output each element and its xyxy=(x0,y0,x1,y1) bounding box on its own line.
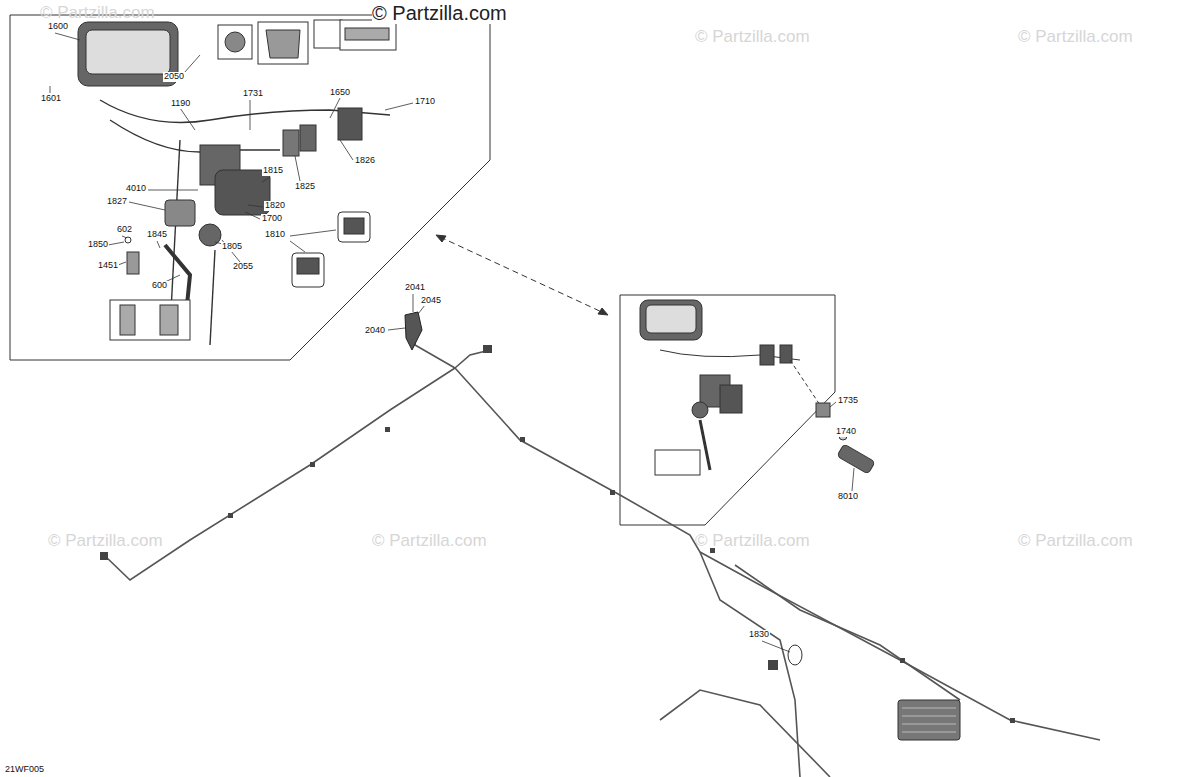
callout-number: 1850 xyxy=(87,240,109,250)
inset-parts xyxy=(640,300,800,475)
callout-number: 1650 xyxy=(329,88,351,98)
inset-frame xyxy=(620,295,835,525)
callout-number: 1820 xyxy=(264,201,286,211)
reference-arrow xyxy=(440,237,604,313)
watermark: © Partzilla.com xyxy=(1018,532,1133,551)
grommet xyxy=(788,645,802,665)
watermark: © Partzilla.com xyxy=(372,2,507,24)
callout-number: 1731 xyxy=(242,89,264,99)
callout-number: 1600 xyxy=(47,22,69,32)
callout-number: 1190 xyxy=(170,99,191,109)
callout-number: 2050 xyxy=(163,72,185,82)
inset-parts xyxy=(78,20,396,345)
callout-number: 1601 xyxy=(40,94,62,104)
callout-number: 1826 xyxy=(354,156,376,166)
wire-harness xyxy=(105,312,1100,777)
callout-number: 8010 xyxy=(837,492,859,502)
callout-number: 1827 xyxy=(106,197,128,207)
outlet-parts xyxy=(790,360,875,474)
watermark: © Partzilla.com xyxy=(48,532,163,551)
callout-number: 600 xyxy=(151,281,168,291)
wire-clips xyxy=(100,345,1015,723)
arrow-head xyxy=(598,308,608,315)
callout-number: 1805 xyxy=(221,242,243,252)
regulator xyxy=(898,700,960,740)
callout-number: 1825 xyxy=(294,182,316,192)
callout-number: 2055 xyxy=(232,262,254,272)
callout-number: 1740 xyxy=(835,427,857,437)
callout-number: 2045 xyxy=(420,296,442,306)
inset-frame xyxy=(10,15,490,360)
callout-number: 602 xyxy=(116,225,133,235)
callout-number: 2041 xyxy=(404,283,426,293)
callout-number: 1845 xyxy=(146,230,168,240)
callout-number: 21WF005 xyxy=(4,765,45,775)
callout-number: 1451 xyxy=(97,261,119,271)
watermark: © Partzilla.com xyxy=(372,532,487,551)
callout-number: 1700 xyxy=(261,214,283,224)
bracket xyxy=(405,312,422,350)
callout-number: 1810 xyxy=(264,230,286,240)
callout-number: 1830 xyxy=(748,630,770,640)
leader-lines xyxy=(50,33,854,652)
watermark: © Partzilla.com xyxy=(695,28,810,47)
watermark: © Partzilla.com xyxy=(695,532,810,551)
callout-number: 1815 xyxy=(262,166,284,176)
watermark: © Partzilla.com xyxy=(40,4,155,23)
callout-number: 4010 xyxy=(125,184,147,194)
callout-number: 1735 xyxy=(837,396,859,406)
callout-number: 2040 xyxy=(364,326,386,336)
arrow-head xyxy=(436,235,446,242)
watermark: © Partzilla.com xyxy=(1018,28,1133,47)
callout-number: 1710 xyxy=(414,97,436,107)
